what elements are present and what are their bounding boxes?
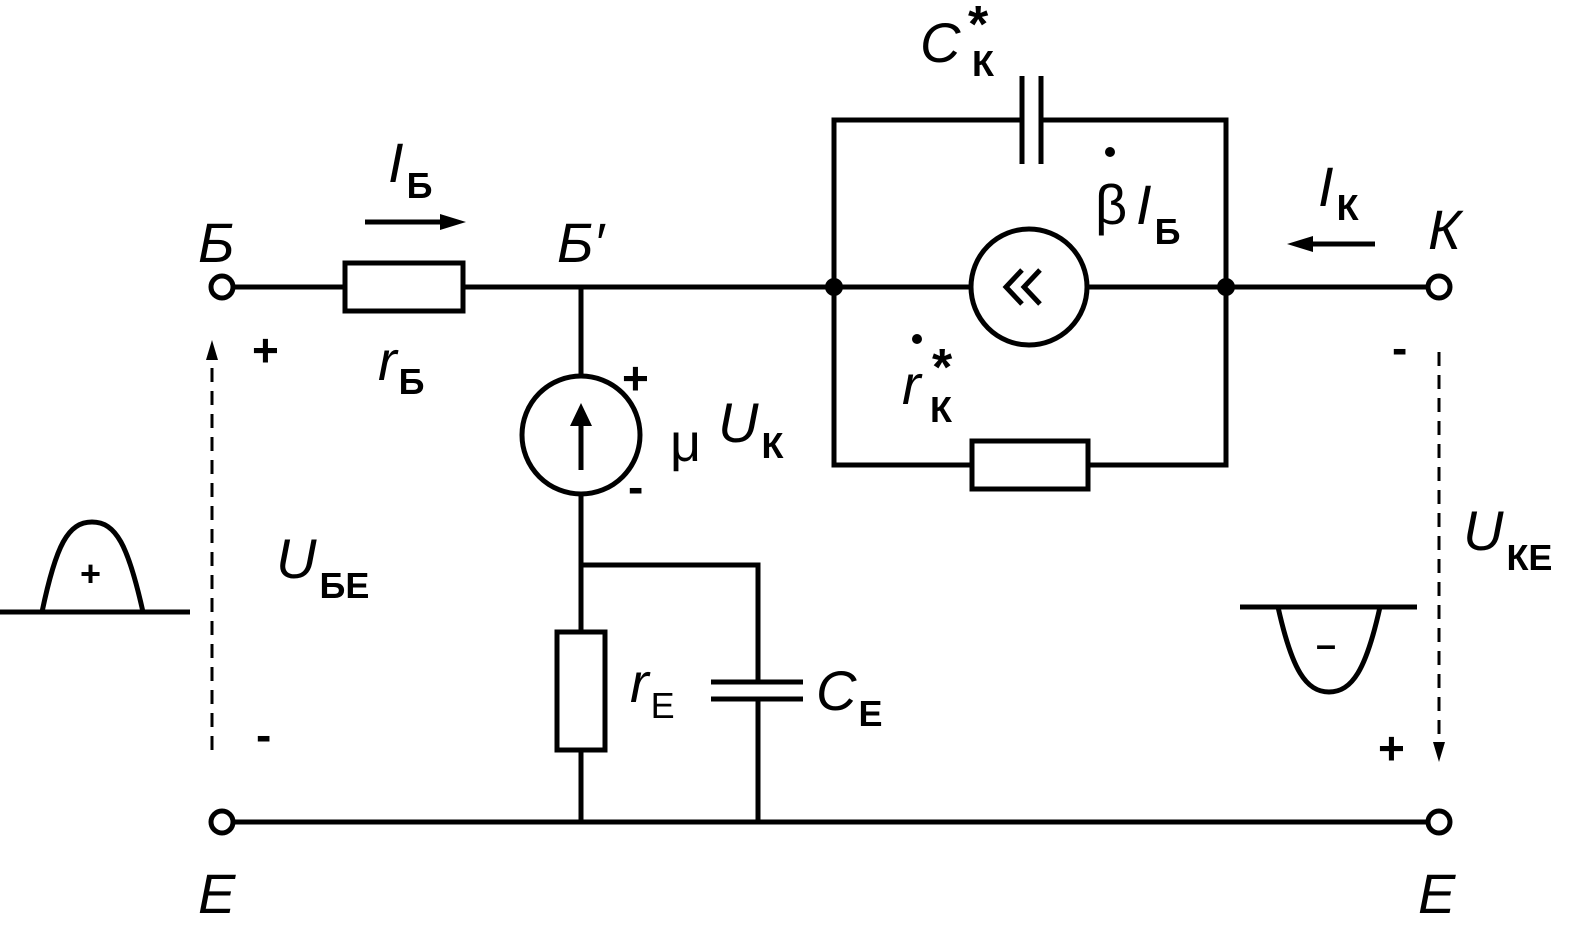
label-node-emitter-left: Е: [198, 862, 236, 925]
label-c-k-sup: *: [968, 0, 989, 54]
resistor-rb: [342, 260, 466, 314]
label-c-e: CЕ: [816, 659, 882, 734]
label-voltage-ube: UБЕ: [276, 527, 369, 606]
svg-text:*: *: [932, 339, 953, 397]
label-uke-plus: +: [1378, 722, 1405, 774]
label-node-collector: К: [1428, 198, 1464, 261]
svg-text:+: +: [622, 352, 649, 404]
wire-ck-loop-right: [1040, 117, 1229, 287]
svg-text:r: r: [902, 353, 923, 416]
resistor-rk: [969, 438, 1091, 492]
svg-text:IБ: IБ: [1136, 173, 1180, 252]
output-pulse: [1240, 604, 1417, 695]
label-output-pulse-sign: –: [1316, 624, 1336, 665]
capacitor-ck: [1019, 76, 1044, 164]
junction-right: [1217, 278, 1235, 296]
svg-text:-: -: [628, 461, 643, 513]
wire-ce-top: [581, 562, 761, 682]
terminal-collector: [1425, 273, 1453, 301]
svg-text:UК: UК: [718, 391, 784, 466]
label-ube-plus: +: [252, 324, 279, 376]
label-c-k: C: [920, 11, 961, 74]
arrow-current-ik: [1287, 236, 1375, 252]
resistor-re: [554, 629, 608, 753]
label-r-k: r * К: [902, 334, 953, 430]
label-c-k-sub: К: [972, 43, 995, 84]
terminal-base: [208, 273, 236, 301]
label-uke-minus: -: [1392, 322, 1407, 374]
label-beta-source: β IБ: [1095, 147, 1180, 252]
label-current-ib: IБ: [388, 131, 432, 206]
arrow-voltage-uke: [1433, 352, 1445, 762]
label-node-emitter-right: Е: [1418, 862, 1456, 925]
label-voltage-uke: UКЕ: [1463, 499, 1552, 578]
double-chevron-left-icon: [1002, 268, 1024, 306]
label-input-pulse-sign: +: [80, 553, 101, 594]
terminal-emitter-right: [1425, 808, 1453, 836]
wire-ck-loop-left: [831, 117, 1024, 287]
svg-text:β: β: [1095, 173, 1127, 236]
current-source-beta: [968, 226, 1090, 348]
svg-text:μ: μ: [670, 413, 701, 473]
arrow-current-ib: [365, 214, 466, 230]
svg-text:К: К: [930, 389, 953, 430]
label-mu-source: + - μ UК: [622, 352, 784, 513]
label-ube-minus: -: [256, 709, 271, 761]
label-current-ik: IК: [1318, 155, 1360, 228]
wires: [234, 117, 1426, 825]
arrow-up-head-icon: [570, 403, 592, 426]
label-node-base: Б: [198, 211, 234, 274]
input-pulse: [0, 519, 190, 615]
label-node-base-internal: Б′: [557, 211, 606, 274]
wire-rk-loop-right: [1088, 287, 1229, 468]
junction-left: [825, 278, 843, 296]
capacitor-ce: [711, 679, 803, 702]
voltage-source-mu: [519, 373, 643, 497]
wire-rk-loop: [831, 287, 972, 468]
arrow-voltage-ube: [206, 340, 218, 750]
terminal-emitter-left: [208, 808, 236, 836]
label-r-b: rБ: [378, 329, 425, 402]
label-r-e: rЕ: [630, 651, 675, 726]
